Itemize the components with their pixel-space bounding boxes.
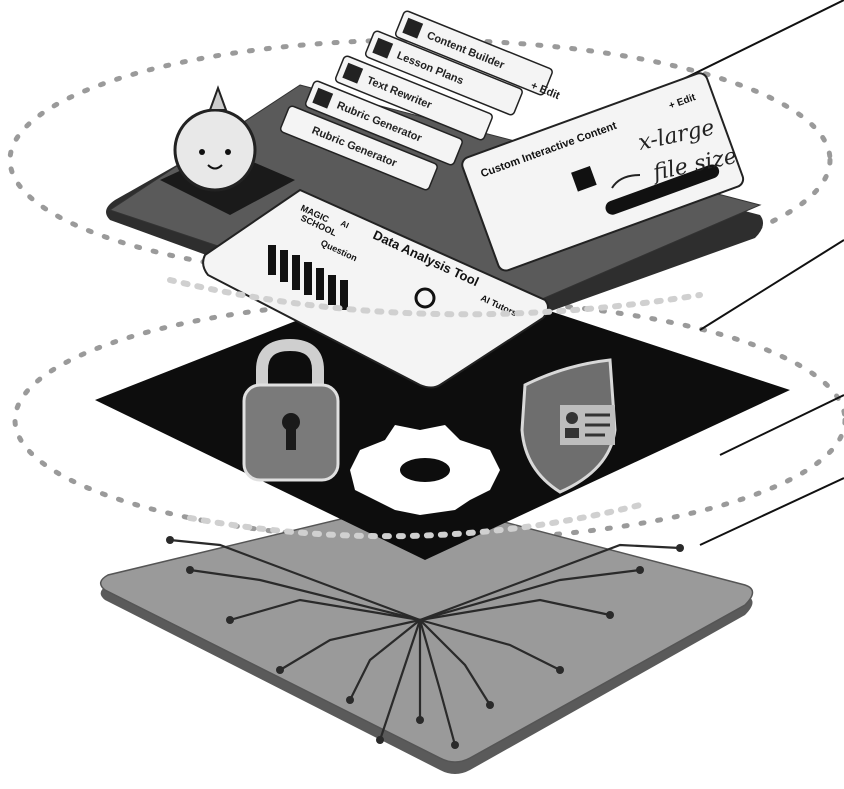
app-layer: Content Builder Lesson Plans Text Rewrit… [106, 10, 763, 388]
